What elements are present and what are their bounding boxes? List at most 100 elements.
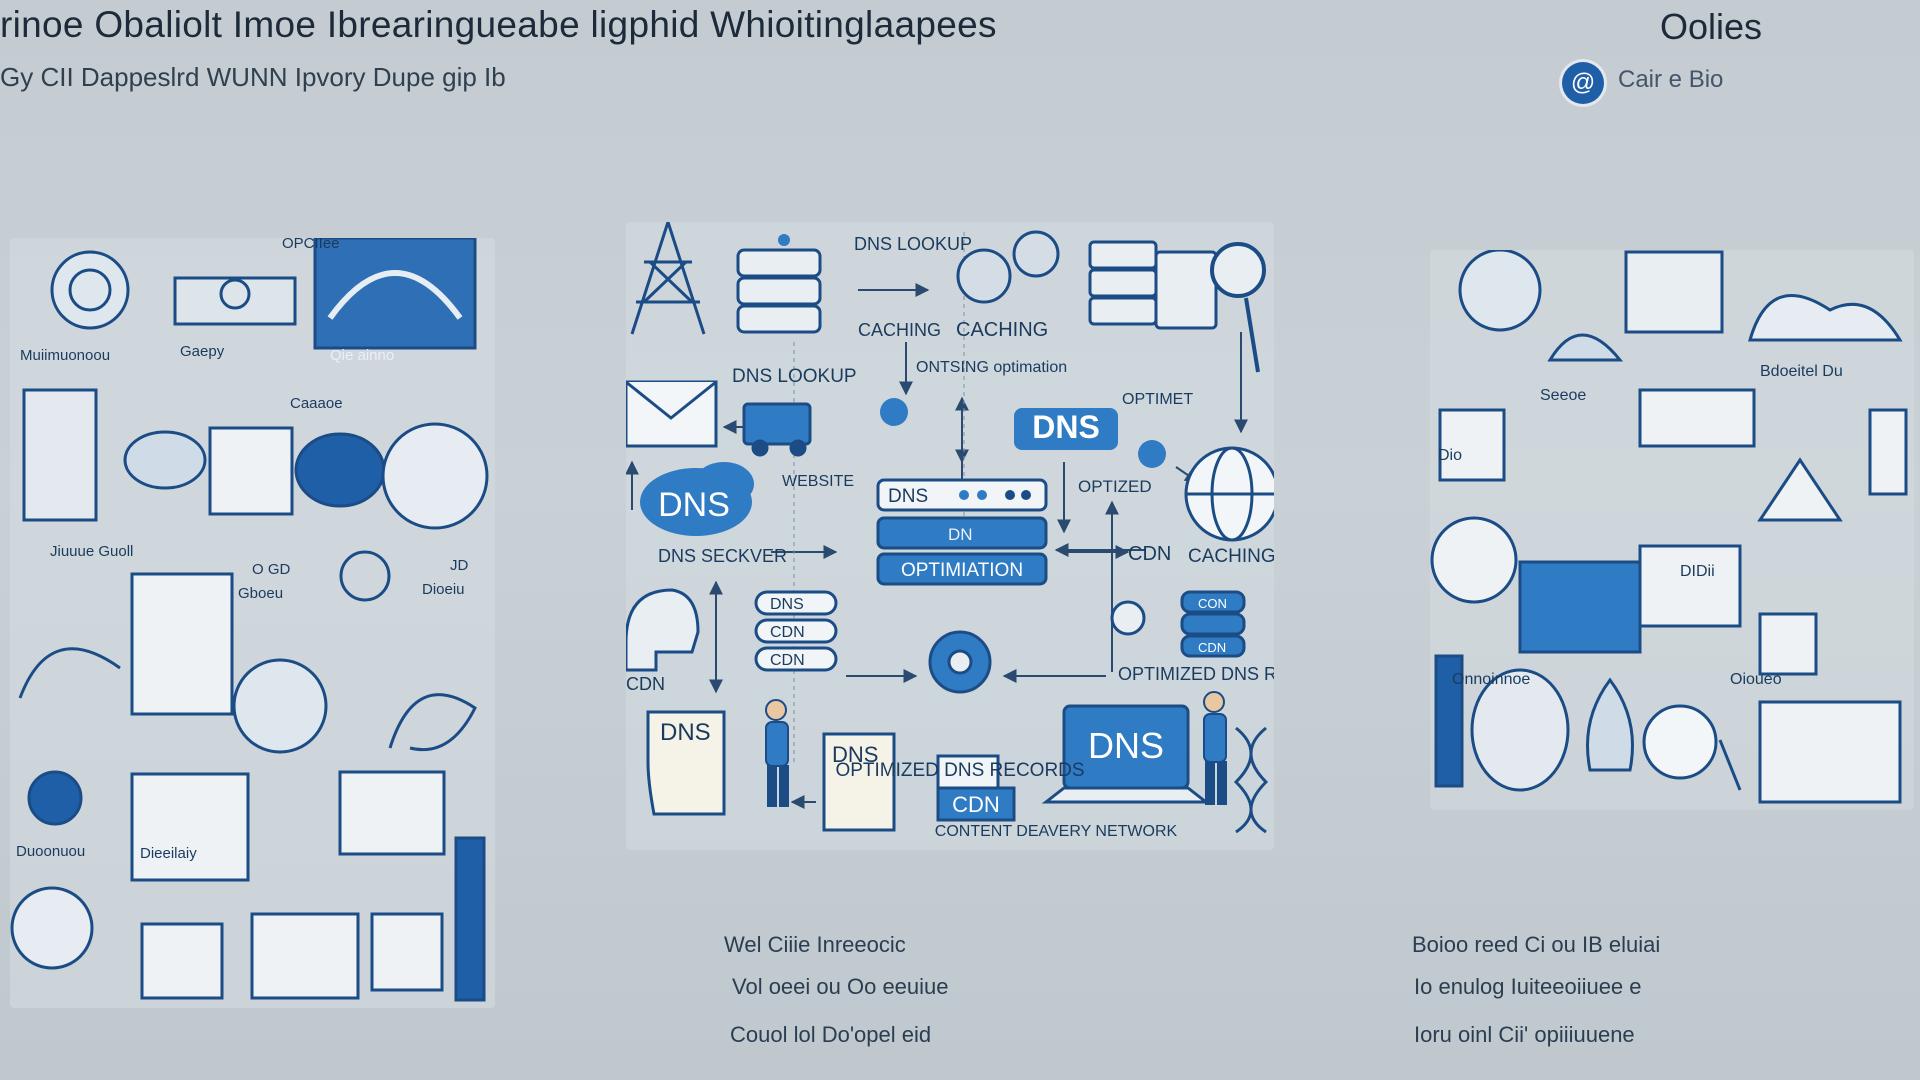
label-dns-bar: DNS — [888, 486, 928, 507]
sheet-icon — [338, 770, 446, 856]
left-label: Jiuuue Guoll — [50, 543, 133, 560]
dns-cloud-label: DNS — [658, 486, 730, 524]
camera-icon — [1430, 516, 1518, 604]
right-label: DIDii — [1680, 563, 1715, 580]
envelope-icon — [624, 380, 718, 448]
board-icon — [1758, 700, 1902, 804]
bottle-icon — [1868, 408, 1908, 496]
tablet-icon — [1638, 544, 1742, 628]
left-label: Gaepy — [180, 343, 225, 360]
dns-cloud-icon — [640, 462, 754, 536]
power-icon — [27, 770, 83, 826]
caption-center: Vol oeei ou Oo eeuiue — [732, 974, 949, 999]
right-label: Seeoe — [1540, 387, 1586, 404]
spiral-icon — [294, 432, 386, 508]
envelope-outline-icon — [1757, 457, 1843, 522]
page-subtitle: Gy CII Dappeslrd WUNN Ipvory Dupe gip Ib — [0, 62, 506, 92]
right-icon-panel: Bdoeitel Du Seeoe Dio DIDii Onnoinnoe Oi… — [1430, 248, 1914, 810]
globe-sphere-icon — [232, 658, 328, 754]
dna-icon — [1233, 726, 1269, 834]
label-website: WEBSITE — [782, 473, 854, 490]
target-icon — [880, 398, 908, 426]
label-dns-lookup: DNS LOOKUP — [732, 366, 857, 387]
diagram-canvas: DNS DNS — [624, 221, 1354, 840]
transmission-tower-icon — [630, 221, 706, 335]
card-icon — [1638, 388, 1756, 448]
monitor-icon — [1624, 250, 1724, 334]
caption-center: Couol lol Do'opel eid — [730, 1022, 932, 1047]
laptop-icon — [1041, 704, 1211, 804]
status-dot — [959, 490, 969, 500]
helmet-icon — [1458, 248, 1542, 332]
pin-icon — [339, 550, 391, 602]
left-label: Caaaoe — [290, 395, 343, 412]
label-cdn-right: CDN — [1128, 543, 1171, 565]
header-right-label[interactable]: Oolies — [1660, 6, 1763, 47]
right-label: Dio — [1438, 447, 1462, 464]
status-dot — [1005, 490, 1015, 500]
dns-document-icon — [822, 732, 896, 832]
left-label: Gboeu — [238, 585, 283, 602]
location-icon — [1138, 440, 1166, 468]
pin-dot-icon — [778, 234, 790, 246]
label-cyl-con: CON — [1198, 596, 1227, 611]
hand-icon — [18, 647, 121, 699]
ring-icon — [10, 886, 94, 970]
head-profile-icon — [624, 588, 700, 672]
face-icon — [1470, 668, 1570, 792]
left-label: Qie ainno — [330, 347, 394, 364]
label-cdn-box: CDN — [952, 792, 1000, 817]
dns-badge — [1014, 408, 1118, 450]
user-avatar-icon[interactable]: @ — [1562, 62, 1604, 104]
photo-icon — [1438, 408, 1506, 482]
gears-icon — [956, 230, 1060, 304]
label-cdn-head: CDN — [626, 674, 665, 694]
globe-network-icon — [1184, 446, 1280, 542]
label-dns-lookup-top: DNS LOOKUP — [854, 234, 972, 254]
label-pill-cdn-2: CDN — [770, 652, 805, 669]
label-doc-dns-2: DNS — [832, 742, 878, 767]
label-dns-seckver: DNS SECKVER — [658, 546, 787, 566]
person-icon — [765, 699, 789, 807]
label-caching-main: CACHING — [956, 319, 1048, 341]
label-cyl-cdn: CDN — [1198, 640, 1226, 655]
left-label: Dieeilaiy — [140, 845, 197, 862]
cdn-box-icon — [936, 754, 1016, 822]
page-title: rinoe Obaliolt Imoe Ibrearingueabe ligph… — [0, 4, 997, 45]
label-optimized-dns-records-right: OPTIMIZED DNS RECORDS — [1118, 664, 1274, 684]
document-icon — [130, 572, 234, 716]
left-icon-panel: OPCIIee Muiimuonoou Gaepy Qie ainno Caaa… — [10, 235, 495, 1008]
label-caching-right: CACHING — [1188, 546, 1274, 567]
report-icon — [130, 772, 250, 882]
avatar-label[interactable]: Cair e Bio — [1618, 66, 1724, 93]
label-optized: OPTIZED — [1078, 477, 1152, 496]
headset-icon — [388, 693, 477, 752]
clock-icon — [1642, 704, 1718, 780]
label-onising: ONTSING optimation — [916, 359, 1067, 376]
bar-stand-icon — [1434, 654, 1464, 788]
dns-server-bars — [876, 478, 1048, 586]
label-pill-cdn-1: CDN — [770, 624, 805, 641]
image-frame-icon — [173, 276, 297, 326]
right-label: Onnoinnoe — [1452, 671, 1530, 688]
eye-icon — [123, 430, 207, 490]
cloud-image-icon — [313, 236, 477, 350]
hat-icon — [1547, 333, 1624, 362]
globe-icon — [50, 250, 130, 330]
server-stack-icon — [736, 248, 822, 334]
dns-pill-list — [754, 590, 838, 672]
right-illustration: Bdoeitel Du Seeoe Dio DIDii Onnoinnoe Oi… — [1430, 248, 1908, 804]
left-label: Dioeiu — [422, 581, 465, 598]
left-label: OPCIIee — [282, 238, 340, 252]
status-dot — [977, 490, 987, 500]
badge-icon — [1758, 612, 1818, 676]
dns-optimization-diagram: DNS DNS — [624, 221, 1354, 850]
cdn-cylinder-icon — [1180, 590, 1246, 658]
phone-icon — [140, 922, 224, 1000]
magnifier-icon — [1210, 242, 1266, 373]
status-dot — [1021, 490, 1031, 500]
left-illustration: OPCIIee Muiimuonoou Gaepy Qie ainno Caaa… — [10, 235, 489, 1002]
user-icon — [219, 278, 251, 310]
label-footer: CONTENT DEAVERY NETWORK — [935, 823, 1178, 840]
shell-icon — [381, 422, 489, 530]
